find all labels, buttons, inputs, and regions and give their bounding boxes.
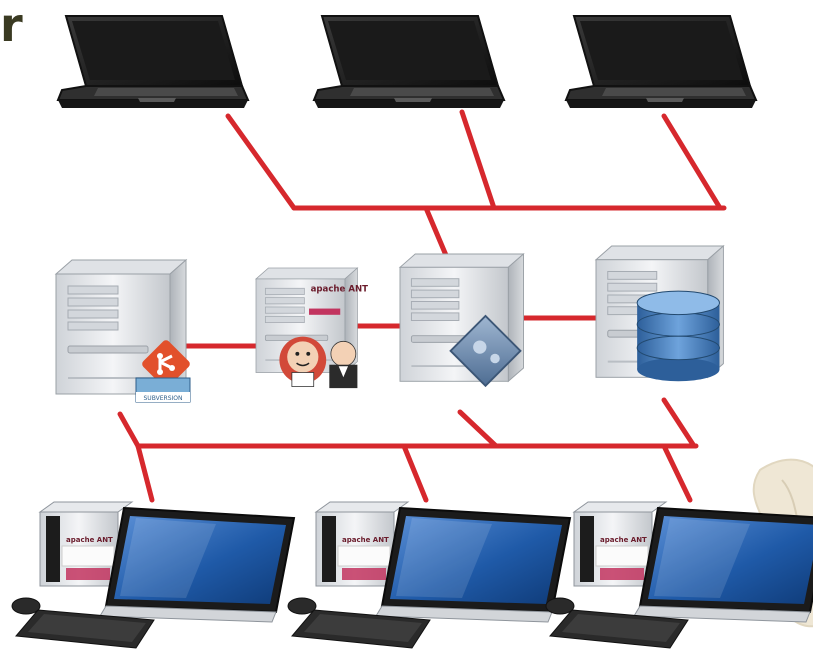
jenkins-logo-icon xyxy=(279,336,327,387)
laptop-icon xyxy=(565,15,757,109)
network-links xyxy=(117,109,727,503)
link-workstation-3 xyxy=(661,443,693,503)
maven-logo-icon xyxy=(309,308,341,315)
workstation-1: apache ANT xyxy=(11,501,295,649)
page-title-fragment: r xyxy=(0,0,23,52)
workstation-badge: apache ANT xyxy=(342,536,389,544)
server-2: apache ANT xyxy=(255,267,369,389)
desktop-workstation-icon xyxy=(287,501,571,649)
server-1: SUBVERSION xyxy=(55,259,191,403)
workstation-3: apache ANT xyxy=(545,501,813,649)
git-logo-icon xyxy=(142,340,190,388)
laptop-2 xyxy=(313,15,505,109)
apache-ant-logo-icon: apache ANT xyxy=(311,284,369,294)
subversion-label: SUBVERSION xyxy=(144,395,183,402)
puzzle-app-icon xyxy=(449,314,522,388)
link-laptop-1 xyxy=(225,113,297,211)
link-workstation-2 xyxy=(401,443,429,503)
link-server-3-down xyxy=(457,409,499,449)
link-server-4-down xyxy=(661,397,697,449)
desktop-workstation-icon xyxy=(545,501,813,649)
server-3 xyxy=(399,253,525,388)
laptop-icon xyxy=(313,15,505,109)
workstation-2: apache ANT xyxy=(287,501,571,649)
link-top-bus-to-server-3 xyxy=(423,205,451,263)
apache-ant-label: apache ANT xyxy=(311,284,369,294)
laptop-1 xyxy=(57,15,249,109)
butler-figure-icon xyxy=(329,340,358,389)
link-laptop-3 xyxy=(661,113,723,211)
laptop-icon xyxy=(57,15,249,109)
laptop-3 xyxy=(565,15,757,109)
link-workstation-1 xyxy=(135,443,155,503)
subversion-logo-icon: SUBVERSION xyxy=(135,377,191,403)
workstation-badge: apache ANT xyxy=(66,536,113,544)
workstation-badge: apache ANT xyxy=(600,536,647,544)
link-server-1-down xyxy=(117,411,141,449)
desktop-workstation-icon xyxy=(11,501,295,649)
database-icon xyxy=(636,290,720,382)
link-laptop-2 xyxy=(459,109,497,211)
server-4 xyxy=(595,245,725,382)
